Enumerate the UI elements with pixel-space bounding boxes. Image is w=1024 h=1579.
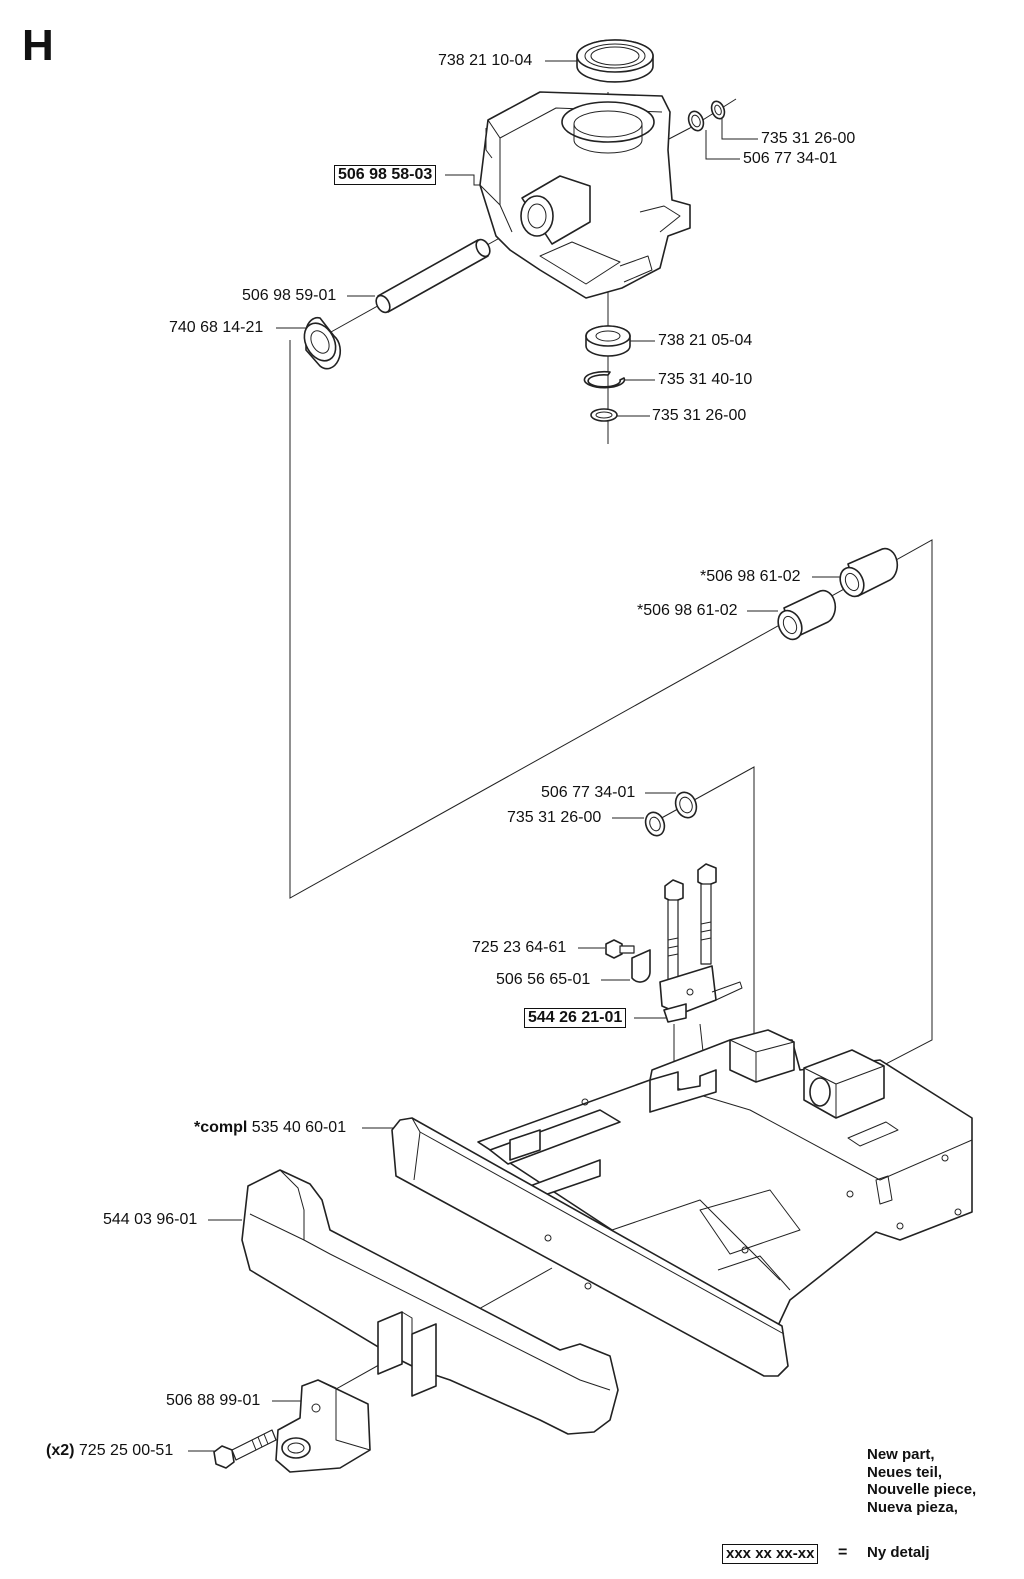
- shaft: [375, 238, 491, 314]
- callout-shaft: 506 98 59-01: [242, 287, 337, 304]
- new-part-legend: New part, Neues teil, Nouvelle piece, Nu…: [867, 1446, 976, 1516]
- callout-washer-top-right: 506 77 34-01: [743, 150, 838, 167]
- legend-line: Nueva pieza,: [867, 1498, 958, 1516]
- left-bushing: [303, 316, 342, 370]
- callout-clamp: 506 56 65-01: [496, 971, 591, 988]
- hitch-bolt: [213, 1429, 277, 1469]
- callout-circlip-lower: 735 31 26-00: [652, 407, 747, 424]
- callout-frame: *compl 535 40 60-01: [194, 1119, 346, 1137]
- callout-circlip-top-right: 735 31 26-00: [761, 130, 856, 147]
- callout-bolt-number: 725 25 00-51: [78, 1442, 174, 1459]
- callout-screw: 725 23 64-61: [472, 939, 567, 956]
- frame-front-beam: [391, 1117, 789, 1377]
- callout-bolt: (x2) 725 25 00-51: [46, 1442, 173, 1460]
- leader-lines: [188, 60, 840, 1452]
- bracket-assembly: [605, 939, 743, 1023]
- section-letter: H: [22, 21, 54, 70]
- callout-hitch-plate: 506 88 99-01: [166, 1392, 261, 1409]
- legend-sample-box: xxx xx xx-xx: [722, 1544, 819, 1564]
- callout-housing-new-part: 506 98 58-03: [334, 165, 437, 185]
- legend-line: Nouvelle piece,: [867, 1481, 977, 1498]
- callout-bearing-lower: 738 21 05-04: [658, 332, 753, 349]
- callout-spacer-rear: *506 98 61-02: [700, 568, 801, 585]
- callout-frame-number: 535 40 60-01: [251, 1119, 347, 1136]
- hitch-plate: [275, 1379, 371, 1473]
- top-right-washers: [687, 100, 726, 132]
- legend-line-last: Ny detalj: [867, 1544, 930, 1561]
- callout-bushing-left: 740 68 14-21: [169, 319, 264, 336]
- callout-spacer-front: *506 98 61-02: [637, 602, 738, 619]
- callout-washer-mid: 506 77 34-01: [541, 784, 636, 801]
- callout-circlip-bottom: 735 31 26-00: [507, 809, 602, 826]
- callout-bearing-top: 738 21 10-04: [438, 52, 533, 69]
- steering-housing: [479, 91, 691, 299]
- main-frame: [477, 1029, 973, 1361]
- top-bearing: [576, 39, 654, 83]
- callout-bracket-new-part: 544 26 21-01: [524, 1008, 627, 1028]
- legend-line: Neues teil,: [867, 1463, 943, 1481]
- bumper: [241, 1169, 619, 1435]
- legend-line: New part,: [867, 1446, 935, 1463]
- spacers: [777, 547, 899, 641]
- callout-circlip-mid: 735 31 40-10: [658, 371, 753, 388]
- callout-bolt-prefix: (x2): [46, 1442, 75, 1459]
- legend-equals: =: [838, 1544, 848, 1561]
- lower-bearing-stack: [583, 325, 631, 422]
- callout-frame-prefix: *compl: [194, 1119, 248, 1136]
- vertical-bolts: [664, 863, 717, 981]
- mid-washers: [644, 791, 698, 837]
- callout-bumper: 544 03 96-01: [103, 1211, 198, 1228]
